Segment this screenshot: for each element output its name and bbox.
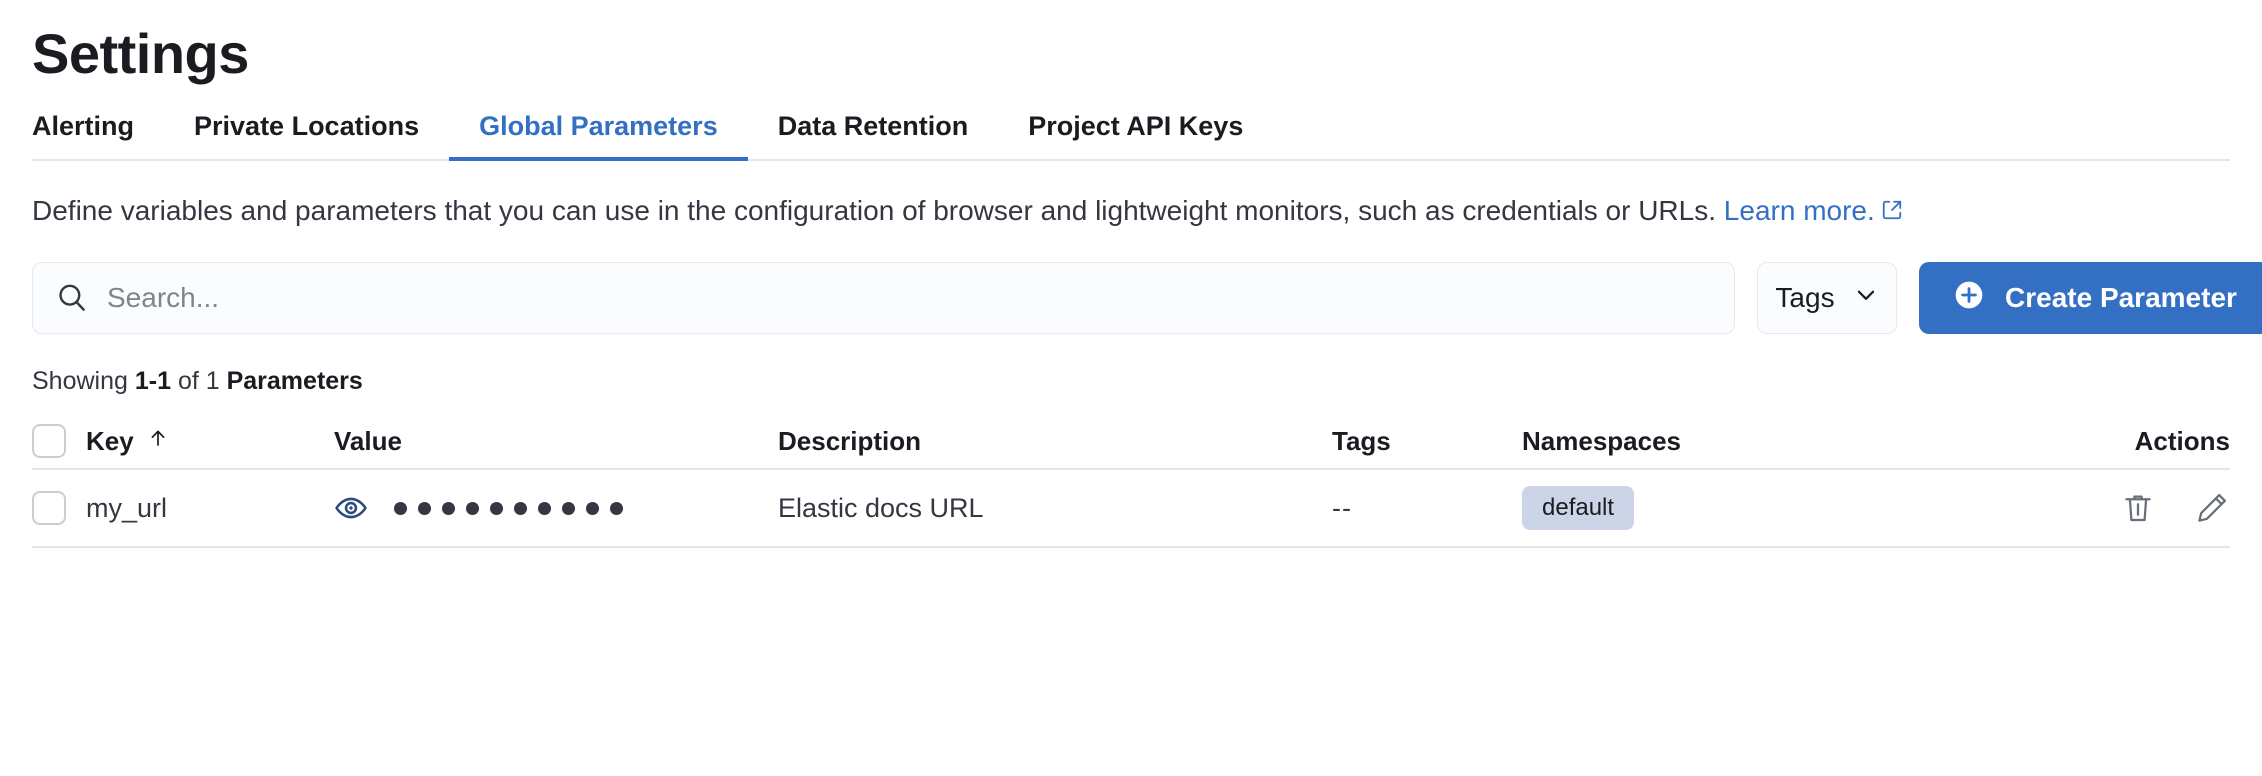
table-row: my_url — [32, 470, 2230, 548]
search-icon — [55, 281, 89, 315]
cell-tags: -- — [1332, 492, 1352, 523]
table-header-row: Key Value Description Tags Namespaces Ac… — [32, 414, 2230, 470]
description-body: Define variables and parameters that you… — [32, 195, 1717, 226]
arrow-up-icon — [146, 426, 170, 457]
mask-dot — [466, 501, 479, 515]
mask-dot — [538, 501, 551, 515]
learn-more-link[interactable]: Learn more. — [1723, 195, 1875, 226]
row-select-checkbox[interactable] — [32, 491, 66, 525]
create-parameter-button[interactable]: Create Parameter — [1919, 262, 2262, 334]
tab-private-locations[interactable]: Private Locations — [194, 111, 420, 141]
search-input[interactable] — [107, 282, 1712, 314]
masked-value — [394, 501, 623, 515]
column-header-description[interactable]: Description — [778, 425, 922, 456]
mask-dot — [610, 501, 623, 515]
cell-key: my_url — [86, 492, 168, 523]
tab-alerting[interactable]: Alerting — [32, 111, 135, 141]
delete-icon[interactable] — [2120, 490, 2156, 526]
results-count: Showing 1-1 of 1 Parameters — [32, 366, 2238, 396]
row-select-cell — [32, 491, 86, 525]
column-header-value[interactable]: Value — [334, 425, 402, 456]
results-middle: of 1 — [171, 367, 227, 395]
namespace-badge: default — [1522, 486, 1635, 530]
controls-row: Tags Create Parameter — [32, 262, 2262, 334]
column-header-key[interactable]: Key — [86, 426, 334, 457]
mask-dot — [442, 501, 455, 515]
tags-filter-button[interactable]: Tags — [1757, 262, 1897, 334]
search-field[interactable] — [32, 262, 1735, 334]
cell-description: Elastic docs URL — [778, 492, 984, 523]
tab-project-api-keys[interactable]: Project API Keys — [1028, 111, 1244, 141]
mask-dot — [562, 501, 575, 515]
results-prefix: Showing — [32, 367, 135, 395]
mask-dot — [418, 501, 431, 515]
eye-icon[interactable] — [334, 491, 368, 525]
mask-dot — [490, 501, 503, 515]
results-range: 1-1 — [134, 367, 171, 395]
mask-dot — [586, 501, 599, 515]
settings-tabs: Alerting Private Locations Global Parame… — [32, 110, 2230, 161]
edit-icon[interactable] — [2194, 490, 2230, 526]
column-header-actions: Actions — [2134, 425, 2230, 456]
results-entity: Parameters — [226, 367, 363, 395]
tags-filter-label: Tags — [1775, 282, 1835, 313]
page-title: Settings — [32, 22, 249, 85]
parameters-table: Key Value Description Tags Namespaces Ac… — [32, 414, 2230, 548]
column-header-key-label: Key — [86, 425, 134, 456]
tab-global-parameters[interactable]: Global Parameters — [449, 110, 748, 161]
external-link-icon[interactable] — [1881, 188, 1903, 236]
description-text: Define variables and parameters that you… — [32, 187, 2212, 236]
mask-dot — [394, 501, 407, 515]
chevron-down-icon — [1853, 282, 1879, 315]
cell-value — [334, 491, 778, 525]
settings-page: Settings Alerting Private Locations Glob… — [0, 22, 2262, 548]
select-all-checkbox[interactable] — [32, 424, 66, 458]
cell-namespaces: default — [1522, 486, 2050, 530]
column-header-namespaces[interactable]: Namespaces — [1522, 425, 1681, 456]
column-header-tags[interactable]: Tags — [1332, 425, 1391, 456]
select-all-cell — [32, 424, 86, 458]
tab-data-retention[interactable]: Data Retention — [777, 111, 969, 141]
mask-dot — [514, 501, 527, 515]
cell-actions — [2050, 490, 2230, 526]
create-parameter-label: Create Parameter — [2005, 282, 2237, 313]
plus-circle-icon — [1953, 279, 1985, 318]
